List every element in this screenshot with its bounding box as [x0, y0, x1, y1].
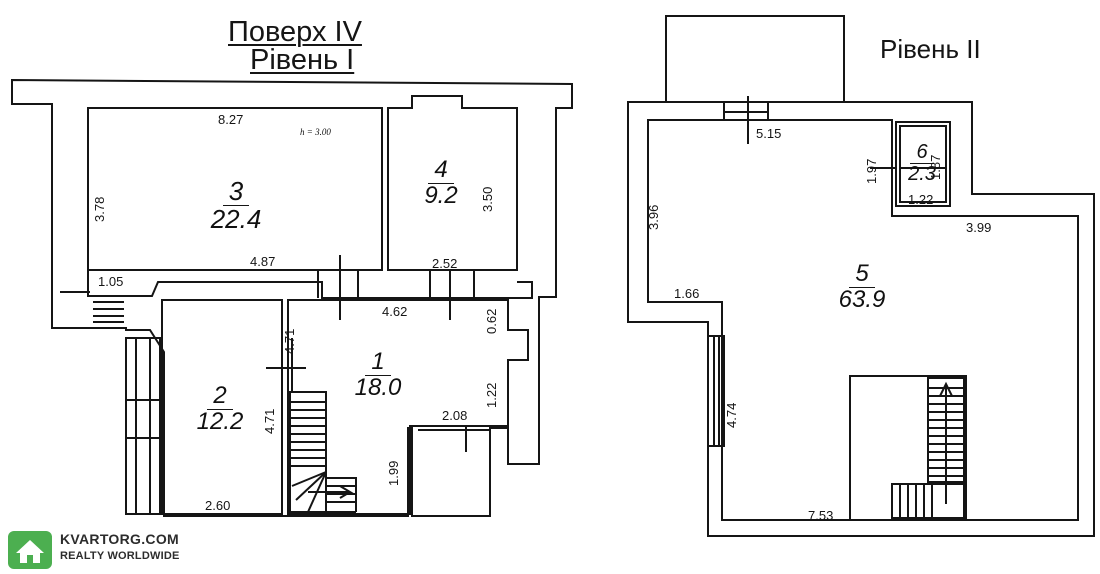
dimension-label: 5.15: [756, 126, 782, 141]
room-2-outline: [161, 299, 283, 515]
dimension-label: 1.87: [928, 154, 943, 180]
room-area: 12.2: [196, 408, 244, 435]
terrace-outline: [665, 15, 845, 103]
level2-title: Рівень ІІ: [880, 34, 981, 64]
staircase-level2: [849, 375, 967, 521]
room-number: 1: [365, 350, 391, 376]
room-number: 5: [849, 262, 875, 288]
dimension-label: 0.62: [484, 308, 499, 334]
room-area: 2.3: [908, 163, 936, 185]
room-area: 22.4: [210, 204, 262, 234]
level1-title: Рівень І: [250, 44, 355, 76]
room-1-outline: [287, 299, 529, 515]
dimension-label: 4.87: [250, 254, 276, 269]
staircase-level1: [289, 391, 357, 513]
dimension-label: 2.52: [432, 256, 458, 271]
level1-outer-wall: [11, 78, 573, 517]
dimension-label: 7.53: [808, 508, 834, 523]
dimension-label: 1.22: [484, 382, 499, 408]
house-icon: [8, 531, 52, 569]
dimension-label: 4.71: [282, 328, 297, 354]
window-strip: [707, 335, 725, 447]
dimension-label: 4.62: [382, 304, 408, 319]
dimension-label: 4.74: [724, 402, 739, 428]
dimension-label: 1.99: [386, 460, 401, 486]
room-5-outline: [647, 119, 1079, 521]
room-area: 18.0: [354, 374, 402, 401]
floor-title: Поверх IV: [228, 16, 362, 48]
dimension-label: 8.27: [218, 112, 244, 127]
watermark-tagline: REALTY WORLDWIDE: [60, 550, 180, 562]
room-area: 9.2: [424, 182, 458, 209]
level2-outer-wall: [627, 101, 1095, 537]
dimension-label: 1.97: [864, 158, 879, 184]
dimension-label: 2.08: [442, 408, 468, 423]
dimension-label: 3.50: [480, 186, 495, 212]
room-area: 63.9: [838, 286, 886, 313]
dimension-label: 3.96: [646, 204, 661, 230]
room-number: 2: [207, 384, 233, 410]
room-number: 3: [222, 178, 250, 206]
room-6-outline: [895, 121, 951, 207]
ceiling-height-note: h = 3.00: [300, 127, 331, 137]
dimension-label: 4.71: [262, 408, 277, 434]
room-number: 4: [428, 158, 454, 184]
dimension-label: 1.66: [674, 286, 700, 301]
dimension-label: 3.78: [92, 196, 107, 222]
dimension-label: 1.22: [908, 192, 934, 207]
dimension-label: 1.05: [98, 274, 124, 289]
balcony-strip: [125, 337, 161, 515]
watermark-site: KVARTORG.COM: [60, 531, 179, 547]
room-number: 6: [910, 142, 934, 164]
dimension-label: 2.60: [205, 498, 231, 513]
dimension-label: 3.99: [966, 220, 992, 235]
watermark-logo: KVARTORG.COM REALTY WORLDWIDE: [8, 531, 188, 571]
